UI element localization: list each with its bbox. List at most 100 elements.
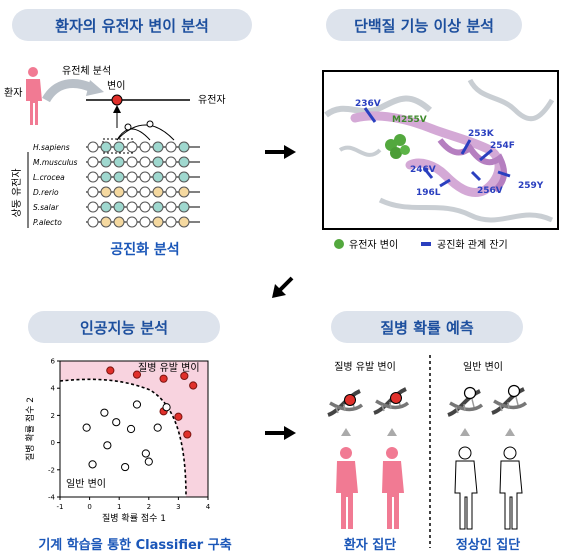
normal-point: [100, 408, 109, 417]
y-tick-label: -2: [48, 466, 55, 474]
residue-label: 256V: [477, 186, 503, 196]
variant-dot-icon: [111, 94, 123, 106]
species-row: L.crocea: [33, 171, 200, 183]
species-name: H.sapiens: [33, 143, 70, 152]
flow-arrow-diagonal-icon: [277, 276, 294, 293]
normal-point: [103, 441, 112, 450]
legend-variant-label: 유전자 변이: [349, 239, 398, 251]
residue-label: 259Y: [518, 181, 544, 191]
species-name: D.rerio: [33, 188, 59, 197]
y-tick-label: 6: [51, 358, 56, 366]
disease-region: [60, 361, 208, 497]
classifier-caption: 기계 학습을 통한 Classifier 구축: [38, 538, 232, 553]
analysis-arrow-icon: [42, 79, 94, 103]
y-axis-label: 질병 확률 점수 2: [24, 397, 36, 461]
y-tick-label: 2: [51, 412, 55, 420]
disease-point: [174, 412, 183, 421]
gene-label: 유전자: [198, 94, 226, 106]
x-tick-label: 0: [87, 503, 91, 511]
normal-person-icon: [454, 446, 478, 530]
species-axis-label: 상동 유전자: [11, 168, 23, 217]
genome-analysis-label: 유전체 분석: [62, 65, 111, 77]
disease-point: [183, 430, 192, 439]
plot-frame: [59, 360, 209, 498]
residue-label: 246V: [410, 165, 436, 175]
triangle-icon: [460, 428, 470, 436]
normal-point: [88, 460, 97, 469]
species-row: S.salar: [33, 201, 200, 213]
flow-arrowhead-icon: [284, 426, 296, 440]
disease-point: [159, 374, 168, 383]
legend-coevo-label: 공진화 관계 잔기: [437, 239, 508, 251]
coevolution-caption: 공진화 분석: [110, 242, 180, 258]
y-tick-label: 4: [51, 385, 56, 393]
protein-frame: [322, 70, 559, 230]
patient-label: 환자: [4, 87, 22, 99]
panel-title-prediction: 질병 확률 예측: [331, 311, 523, 343]
normal-point: [121, 462, 130, 472]
residue-label: 253K: [468, 129, 495, 139]
residue-label: M255V: [392, 115, 427, 125]
species-name: M.musculus: [33, 158, 78, 167]
residue-label: 236V: [355, 99, 381, 109]
analysis-arrowhead-icon: [86, 80, 104, 96]
species-name: L.crocea: [33, 173, 65, 182]
normal-person-icon: [499, 446, 523, 530]
y-tick-label: -4: [48, 494, 56, 502]
panel-title-genetic: 환자의 유전자 변이 분석: [12, 9, 252, 41]
x-tick-label: -1: [57, 503, 64, 511]
decision-boundary: [59, 378, 187, 498]
disease-point: [189, 381, 198, 390]
species-row: M.musculus: [33, 156, 200, 168]
coevolution-arc: [116, 128, 151, 141]
x-tick-label: 2: [147, 503, 151, 511]
panel-title-ai: 인공지능 분석: [28, 311, 220, 343]
coevo-legend-bar-icon: [421, 242, 431, 246]
prediction-normal-label: 일반 변이: [463, 361, 503, 373]
dna-normal-icon: [491, 384, 528, 415]
species-row: P.alecto: [33, 216, 200, 228]
prediction-disease-label: 질병 유발 변이: [334, 361, 396, 373]
coevolution-arc: [116, 124, 175, 141]
normal-group-caption: 정상인 집단: [455, 538, 521, 553]
triangle-icon: [505, 428, 515, 436]
dna-normal-icon: [447, 386, 484, 417]
normal-point: [112, 418, 121, 427]
species-name: S.salar: [33, 203, 59, 212]
arc-marker-icon: [124, 123, 132, 131]
species-name: P.alecto: [33, 218, 62, 227]
flow-arrowhead-icon: [284, 145, 296, 159]
normal-point: [144, 457, 153, 466]
triangle-icon: [387, 428, 397, 436]
normal-region-label: 일반 변이: [66, 478, 106, 490]
disease-point: [132, 370, 142, 379]
panel-title-protein: 단백질 기능 이상 분석: [326, 9, 522, 41]
normal-point: [126, 424, 136, 434]
x-axis-label: 질병 확률 점수 1: [102, 512, 166, 524]
variant-legend-dot-icon: [334, 239, 344, 249]
patient-person-icon: [382, 447, 404, 529]
x-tick-label: 4: [206, 503, 211, 511]
normal-point: [162, 403, 171, 412]
patient-group-caption: 환자 집단: [343, 538, 397, 553]
x-tick-label: 3: [176, 503, 180, 511]
triangle-icon: [341, 428, 351, 436]
residue-label: 196L: [416, 188, 441, 198]
protein-structure-image: [322, 70, 559, 230]
dna-variant-icon: [327, 389, 364, 417]
patient-figure-icon: [26, 67, 42, 125]
normal-point: [141, 449, 150, 458]
dna-variant-icon: [373, 387, 410, 415]
flow-arrowhead-icon: [272, 284, 286, 298]
variant-label: 변이: [107, 80, 125, 92]
normal-point: [153, 423, 162, 432]
patient-person-icon: [336, 447, 358, 529]
species-row: H.sapiens: [33, 141, 200, 153]
y-tick-label: 0: [51, 439, 55, 447]
residue-label: 254F: [490, 141, 515, 151]
x-tick-label: 1: [117, 503, 121, 511]
normal-point: [82, 423, 91, 432]
disease-point: [180, 371, 189, 381]
